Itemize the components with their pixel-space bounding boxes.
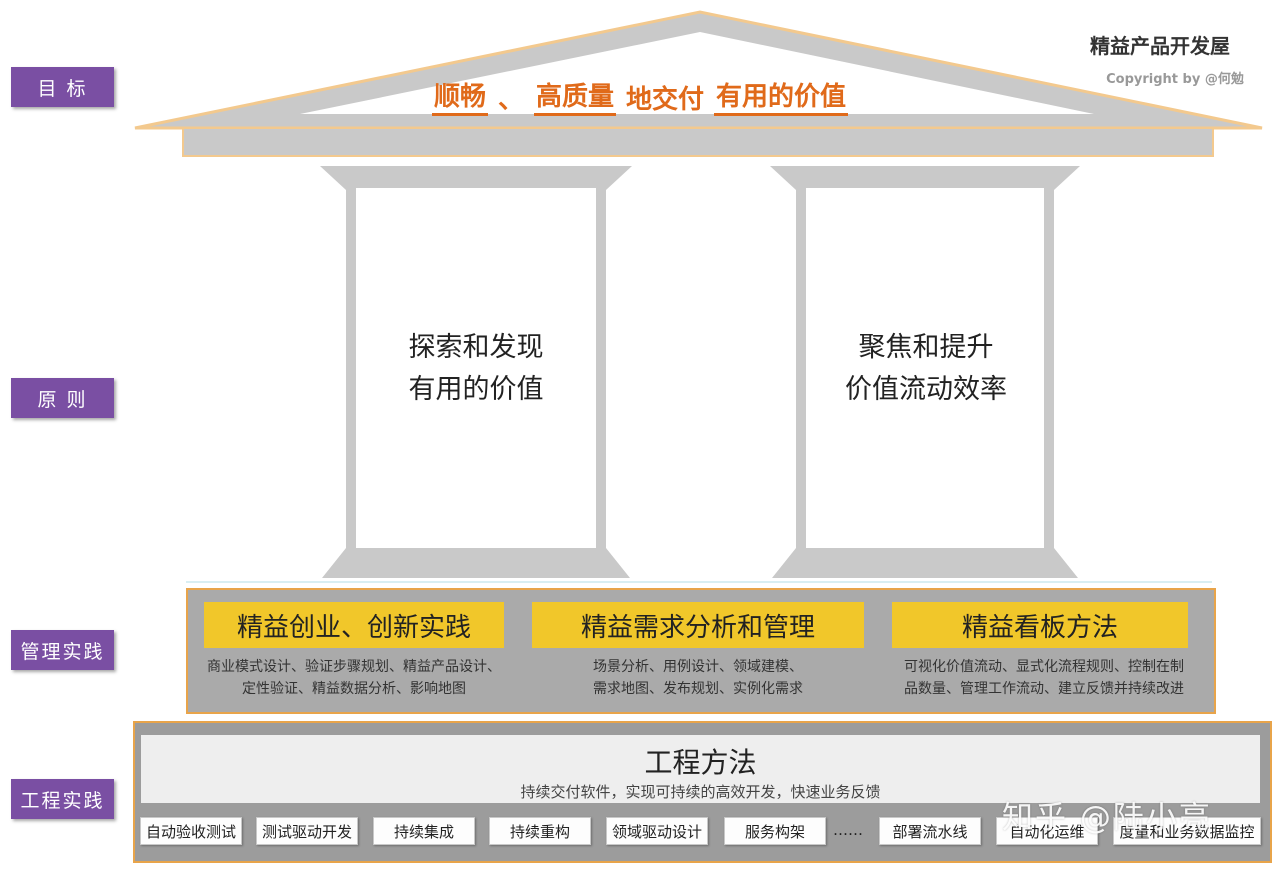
house-title: 精益产品开发屋 (1090, 34, 1230, 58)
right-pillar (770, 166, 1080, 578)
practice-metrics-monitoring: 度量和业务数据监控 (1113, 817, 1261, 845)
goal-part-smooth: 顺畅 (431, 76, 488, 116)
watermark: 知乎 @陆小亮 (1002, 800, 1212, 836)
practice-service-architecture: 服务构架 (724, 817, 826, 845)
copyright: Copyright by @何勉 (1106, 72, 1244, 87)
roof-inner (300, 32, 1094, 114)
practice-refactoring: 持续重构 (489, 817, 591, 845)
mgmt-heading-lean-startup: 精益创业、创新实践 (204, 602, 504, 648)
row-label-principle: 原 则 (11, 378, 114, 418)
house-frame (134, 10, 1263, 583)
mgmt-desc-requirements-line2: 需求地图、发布规划、实例化需求 (593, 681, 803, 697)
left-pillar (320, 166, 632, 578)
mgmt-desc-requirements: 场景分析、用例设计、领域建模、 需求地图、发布规划、实例化需求 (532, 656, 864, 700)
mgmt-heading-requirements: 精益需求分析和管理 (532, 602, 864, 648)
mgmt-desc-kanban-line1: 可视化价值流动、显式化流程规则、控制在制 (904, 659, 1184, 675)
engineering-title: 工程方法 (644, 746, 757, 779)
management-panel: 精益创业、创新实践 商业模式设计、验证步骤规划、精益产品设计、 定性验证、精益数… (186, 588, 1216, 714)
engineering-panel: 工程方法 持续交付软件，实现可持续的高效开发，快速业务反馈 自动验收测试 测试驱… (133, 721, 1272, 863)
pillar-focus-line2: 价值流动效率 (845, 374, 1007, 405)
practice-automated-ops: 自动化运维 (996, 817, 1098, 845)
mgmt-desc-kanban-line2: 品数量、管理工作流动、建立反馈并持续改进 (904, 681, 1184, 697)
pillar-focus-line1: 聚焦和提升 (858, 332, 994, 363)
practice-deployment-pipeline: 部署流水线 (879, 817, 981, 845)
practice-ellipsis: …… (833, 821, 863, 839)
practice-ddd: 领域驱动设计 (606, 817, 708, 845)
practice-ci: 持续集成 (373, 817, 475, 845)
mgmt-desc-lean-startup-line1: 商业模式设计、验证步骤规划、精益产品设计、 (207, 659, 501, 675)
practice-tdd: 测试驱动开发 (256, 817, 358, 845)
goal-part-value: 有用的价值 (714, 76, 849, 116)
goal-separator: 、 (497, 85, 524, 115)
row-label-goal: 目 标 (11, 67, 114, 107)
mgmt-desc-lean-startup: 商业模式设计、验证步骤规划、精益产品设计、 定性验证、精益数据分析、影响地图 (188, 656, 520, 700)
mgmt-desc-lean-startup-line2: 定性验证、精益数据分析、影响地图 (242, 681, 466, 697)
row-label-engineering: 工程实践 (11, 779, 114, 819)
goal-statement: 顺畅 、 高质量 地交付 有用的价值 (360, 76, 920, 116)
goal-part-quality: 高质量 (533, 76, 616, 116)
row-label-management: 管理实践 (11, 630, 114, 670)
goal-part-deliver: 地交付 (626, 85, 705, 115)
pillar-explore-line2: 有用的价值 (408, 374, 544, 405)
pillar-explore: 探索和发现 有用的价值 (356, 327, 596, 411)
mgmt-heading-kanban: 精益看板方法 (892, 602, 1188, 648)
engineering-subtitle: 持续交付软件，实现可持续的高效开发，快速业务反馈 (520, 783, 881, 801)
mgmt-desc-kanban: 可视化价值流动、显式化流程规则、控制在制 品数量、管理工作流动、建立反馈并持续改… (876, 656, 1212, 700)
mgmt-desc-requirements-line1: 场景分析、用例设计、领域建模、 (593, 659, 803, 675)
practice-atdd: 自动验收测试 (140, 817, 242, 845)
pillar-explore-line1: 探索和发现 (408, 332, 544, 363)
engineering-header: 工程方法 持续交付软件，实现可持续的高效开发，快速业务反馈 (141, 735, 1260, 803)
roof-beam (182, 127, 1214, 157)
pillar-focus: 聚焦和提升 价值流动效率 (806, 327, 1046, 411)
